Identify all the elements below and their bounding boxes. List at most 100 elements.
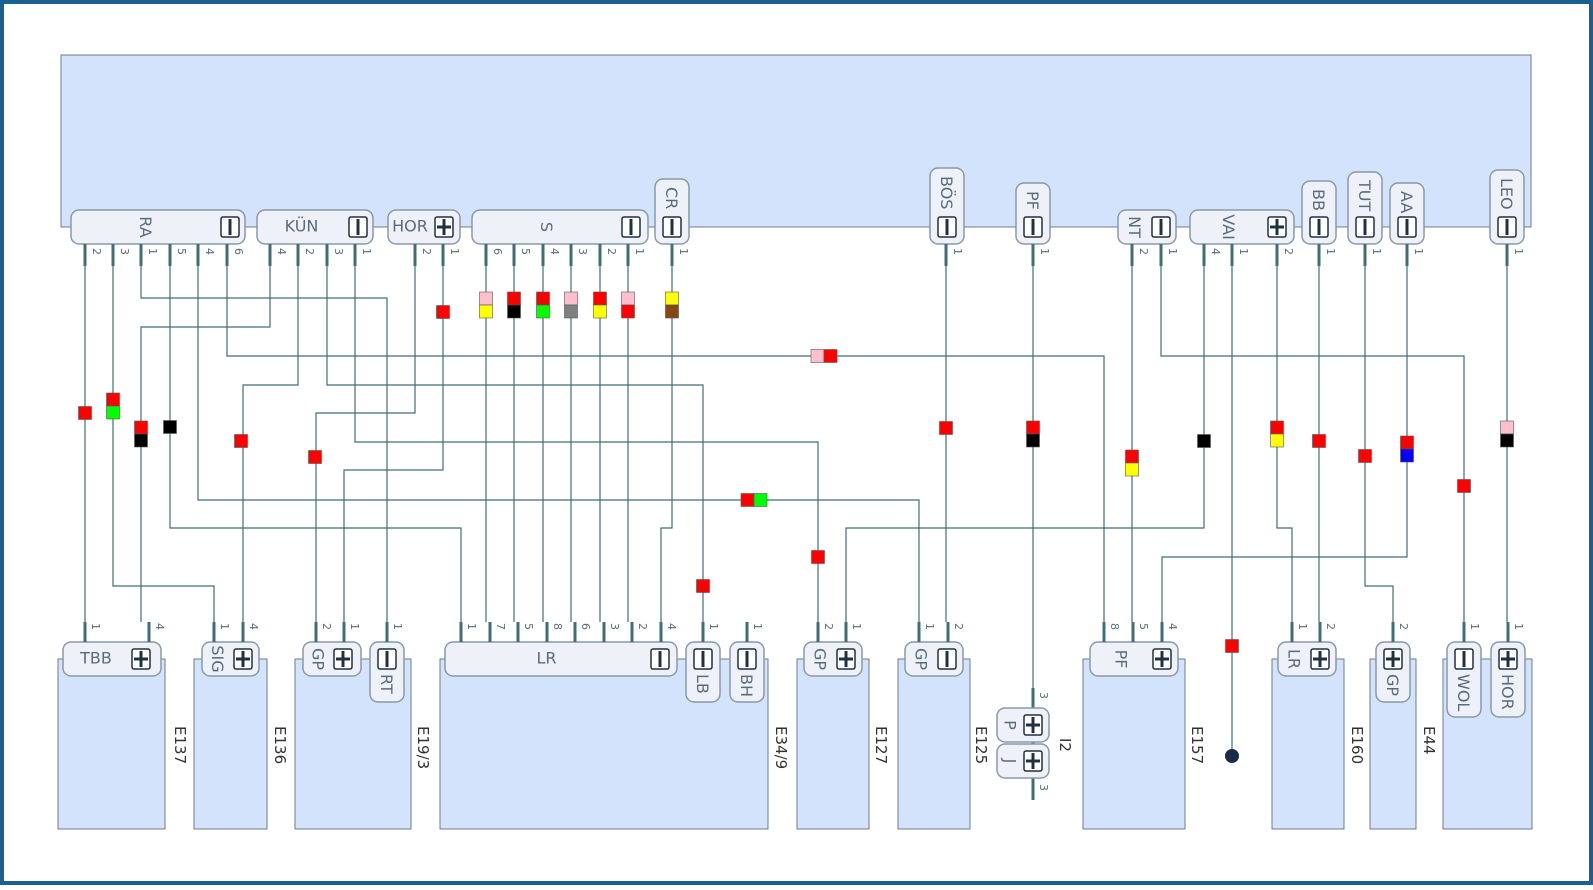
- connector-i2-p-pin-label: 3: [1037, 692, 1050, 699]
- connector-hor-pin-1-label: 1: [448, 248, 461, 255]
- wire-color-marker-14-brown: [665, 304, 679, 319]
- wire-28: [1364, 266, 1394, 622]
- wire-color-marker-27-red: [1400, 435, 1414, 450]
- connector-e34-9-lr-pin-4-label: 4: [665, 623, 678, 630]
- component-e34-9-label: E34/9: [772, 726, 790, 769]
- wire-color-marker-26-red: [1358, 449, 1372, 463]
- component-e157-label: E157: [1188, 726, 1206, 764]
- wire-11: [315, 266, 416, 622]
- connector-s-pin-5-label: 5: [519, 248, 532, 255]
- connector-aa: AA1: [1389, 182, 1425, 266]
- connector-e34-9-lr-pin-1-label: 1: [465, 623, 478, 630]
- wire-color-marker-29-pink: [1500, 420, 1514, 435]
- connector-leo-pin-1-label: 1: [1512, 248, 1525, 255]
- wire-color-marker-3-red: [134, 420, 148, 435]
- wire-color-marker-22-black: [1197, 434, 1211, 448]
- wire-2: [112, 266, 215, 622]
- connector-e34-9-lr-pin-3-label: 3: [608, 623, 621, 630]
- wire-3: [140, 266, 388, 622]
- connector-pf-pin-1-label: 1: [1038, 248, 1051, 255]
- connector-unlabeled-hor: HOR 1: [1490, 622, 1526, 718]
- connector-e34-9-bh-pin-1-label: 1: [751, 623, 764, 630]
- wire-26: [1276, 266, 1293, 622]
- connector-e136-sig-pin-1-label: 1: [218, 623, 231, 630]
- connector-hor-pin-2-label: 2: [420, 248, 433, 255]
- connector-k-n-pin-2-label: 2: [303, 248, 316, 255]
- connector-e19-3-rt: RT1: [369, 622, 405, 703]
- wire-color-marker-17-red: [696, 579, 710, 593]
- connector-e136-sig-pin-4-label: 4: [247, 623, 260, 630]
- connector-e127-gp-pin-1-label: 1: [850, 623, 863, 630]
- wire-color-marker-4-black: [163, 420, 177, 434]
- connector-e160-lr-pin-1-label: 1: [1296, 623, 1309, 630]
- connector-ra-label: RA: [136, 216, 155, 237]
- connector-hor-label: HOR: [392, 217, 428, 236]
- wire-color-marker-2-red: [106, 392, 120, 407]
- component-e136-label: E136: [271, 726, 289, 764]
- component-e137-block: [57, 658, 166, 830]
- wire-color-marker-29-black: [1500, 433, 1514, 448]
- connector-e19-3-gp-label: GP: [309, 648, 328, 670]
- component-e125-block: [897, 658, 971, 830]
- connector-e137-tbb-pin-4-label: 4: [153, 623, 166, 630]
- connector-ra-pin-3-label: 3: [118, 248, 131, 255]
- connector-ra-pin-4-label: 4: [203, 248, 216, 255]
- component-e19-3-label: E19/3: [414, 726, 432, 769]
- connector-e34-9-bh-label: BH: [737, 674, 756, 697]
- component-e157-block: [1082, 658, 1186, 830]
- connector-e137-tbb-label: TBB: [79, 649, 112, 668]
- wire-color-marker-12-red: [593, 291, 607, 306]
- wire-color-marker-7-red: [436, 305, 450, 319]
- connector-vai-pin-1-label: 1: [1237, 248, 1250, 255]
- connector-k-n-pin-1-label: 1: [360, 248, 373, 255]
- connector-unlabeled-hor-label: HOR: [1498, 674, 1517, 710]
- connector-unlabeled-hor-pin-1-label: 1: [1512, 623, 1525, 630]
- wire-12: [343, 266, 444, 622]
- connector-e34-9-lr-pin-5-label: 5: [522, 623, 535, 630]
- wire-color-marker-18-red: [811, 550, 825, 564]
- wire-color-marker-10-red: [740, 493, 755, 507]
- connector-k-n-label: KÜN: [285, 217, 319, 236]
- connector-vai-pin-2-label: 2: [1282, 248, 1295, 255]
- connector-nt-pin-1-label: 1: [1166, 248, 1179, 255]
- wire-color-marker-9-red: [507, 291, 521, 306]
- wire-color-marker-13-pink: [621, 291, 635, 306]
- wire-color-marker-10-green: [753, 493, 768, 507]
- connector-e157-pf-pin-8-label: 8: [1108, 623, 1121, 630]
- connector-tut-pin-1-label: 1: [1370, 248, 1383, 255]
- connector-e34-9-lb-pin-1-label: 1: [707, 623, 720, 630]
- connector-e34-9-lr-pin-2-label: 2: [636, 623, 649, 630]
- connector-s-housing: [471, 209, 649, 245]
- connector-e34-9-bh: BH 1: [729, 622, 765, 703]
- wire-color-marker-28-red: [1457, 479, 1471, 493]
- connector-e137-tbb: TBB 1 4: [62, 622, 166, 677]
- component-i2-label: I2: [1056, 738, 1074, 752]
- wire-color-marker-16-green: [536, 304, 550, 319]
- connector-e19-3-rt-label: RT: [377, 674, 396, 694]
- connector-e34-9-lr-label: LR: [536, 649, 556, 668]
- connector-e44-gp-pin-2-label: 2: [1397, 623, 1410, 630]
- connector-e157-pf-label: PF: [1112, 650, 1131, 669]
- connector-nt-label: NT: [1125, 216, 1144, 238]
- wire-color-marker-11-gray: [564, 304, 578, 319]
- connector-e160-lr-pin-2-label: 2: [1324, 623, 1337, 630]
- wire-color-marker-12-yellow: [593, 304, 607, 319]
- connector-nt-pin-2-label: 2: [1137, 248, 1150, 255]
- wire-5: [197, 266, 920, 622]
- wire-color-marker-15-red: [823, 349, 838, 363]
- connector-e137-tbb-pin-1-label: 1: [89, 623, 102, 630]
- wire-color-marker-8-pink: [479, 291, 493, 306]
- wire-color-marker-1-red: [78, 406, 92, 420]
- wire-color-marker-14-yellow: [665, 291, 679, 306]
- connector-e157-pf-pin-5-label: 5: [1137, 623, 1150, 630]
- ground-terminal-dot: [1225, 749, 1239, 763]
